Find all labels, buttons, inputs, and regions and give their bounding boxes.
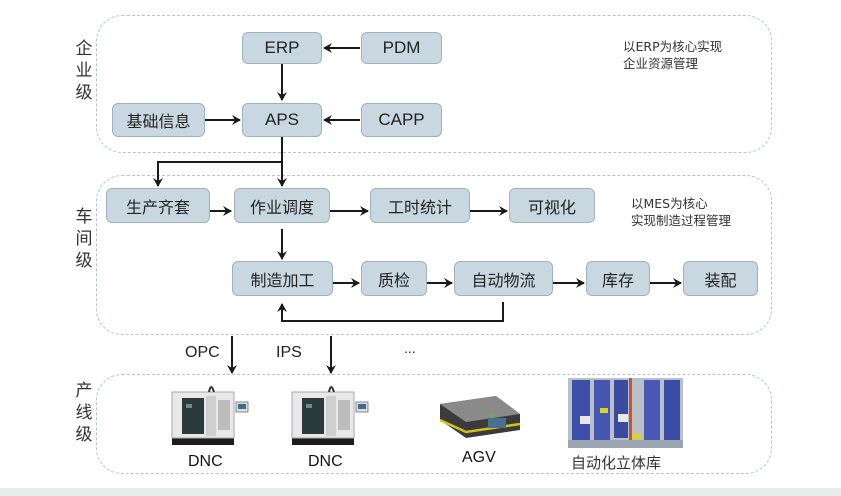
workshop-level-label: 车间级 <box>75 207 93 271</box>
enterprise-level-label: 企业级 <box>75 39 93 103</box>
device-label-agv: AGV <box>462 449 496 466</box>
production-line-level-zone <box>96 374 772 474</box>
workshop-note-line-1: 以MES为核心 <box>631 196 708 211</box>
device-label-warehouse: 自动化立体库 <box>571 454 662 472</box>
link-label-opc: OPC <box>185 344 220 361</box>
node-kitting: 生产齐套 <box>106 188 210 223</box>
bottom-strip <box>0 488 841 496</box>
node-manufacturing: 制造加工 <box>232 261 333 296</box>
node-erp: ERP <box>242 32 322 64</box>
enterprise-note-line-1: 以ERP为核心实现 <box>623 39 723 54</box>
node-assembly: 装配 <box>683 261 758 296</box>
node-inspection: 质检 <box>361 261 427 296</box>
device-label-dnc-2: DNC <box>308 453 343 470</box>
node-aps: APS <box>242 103 322 137</box>
node-logistics: 自动物流 <box>454 261 553 296</box>
enterprise-note-line-2: 企业资源管理 <box>623 56 699 71</box>
device-label-dnc-1: DNC <box>188 453 223 470</box>
node-inventory: 库存 <box>586 261 650 296</box>
production-line-level-label: 产线级 <box>75 381 93 445</box>
node-capp: CAPP <box>361 103 442 137</box>
node-basic-info: 基础信息 <box>112 103 205 137</box>
link-label-ips: IPS <box>276 344 302 361</box>
workshop-note-line-2: 实现制造过程管理 <box>631 213 732 228</box>
link-label-more: ... <box>404 340 416 356</box>
node-visualization: 可视化 <box>509 188 595 223</box>
workshop-level-zone <box>96 175 772 335</box>
node-labor-hours: 工时统计 <box>370 188 470 223</box>
automated-warehouse-icon <box>568 378 683 448</box>
node-scheduling: 作业调度 <box>234 188 330 223</box>
edge-logistics-manufacturing <box>277 302 504 322</box>
workshop-note: 以MES为核心 实现制造过程管理 <box>631 195 731 229</box>
cnc-machine-icon <box>171 386 249 445</box>
edge-aps-kitting <box>153 137 283 187</box>
node-pdm: PDM <box>361 32 442 64</box>
agv-vehicle-icon <box>439 396 521 438</box>
enterprise-level-zone <box>96 15 772 153</box>
enterprise-note: 以ERP为核心实现 企业资源管理 <box>623 38 722 72</box>
cnc-machine-icon <box>291 386 369 445</box>
